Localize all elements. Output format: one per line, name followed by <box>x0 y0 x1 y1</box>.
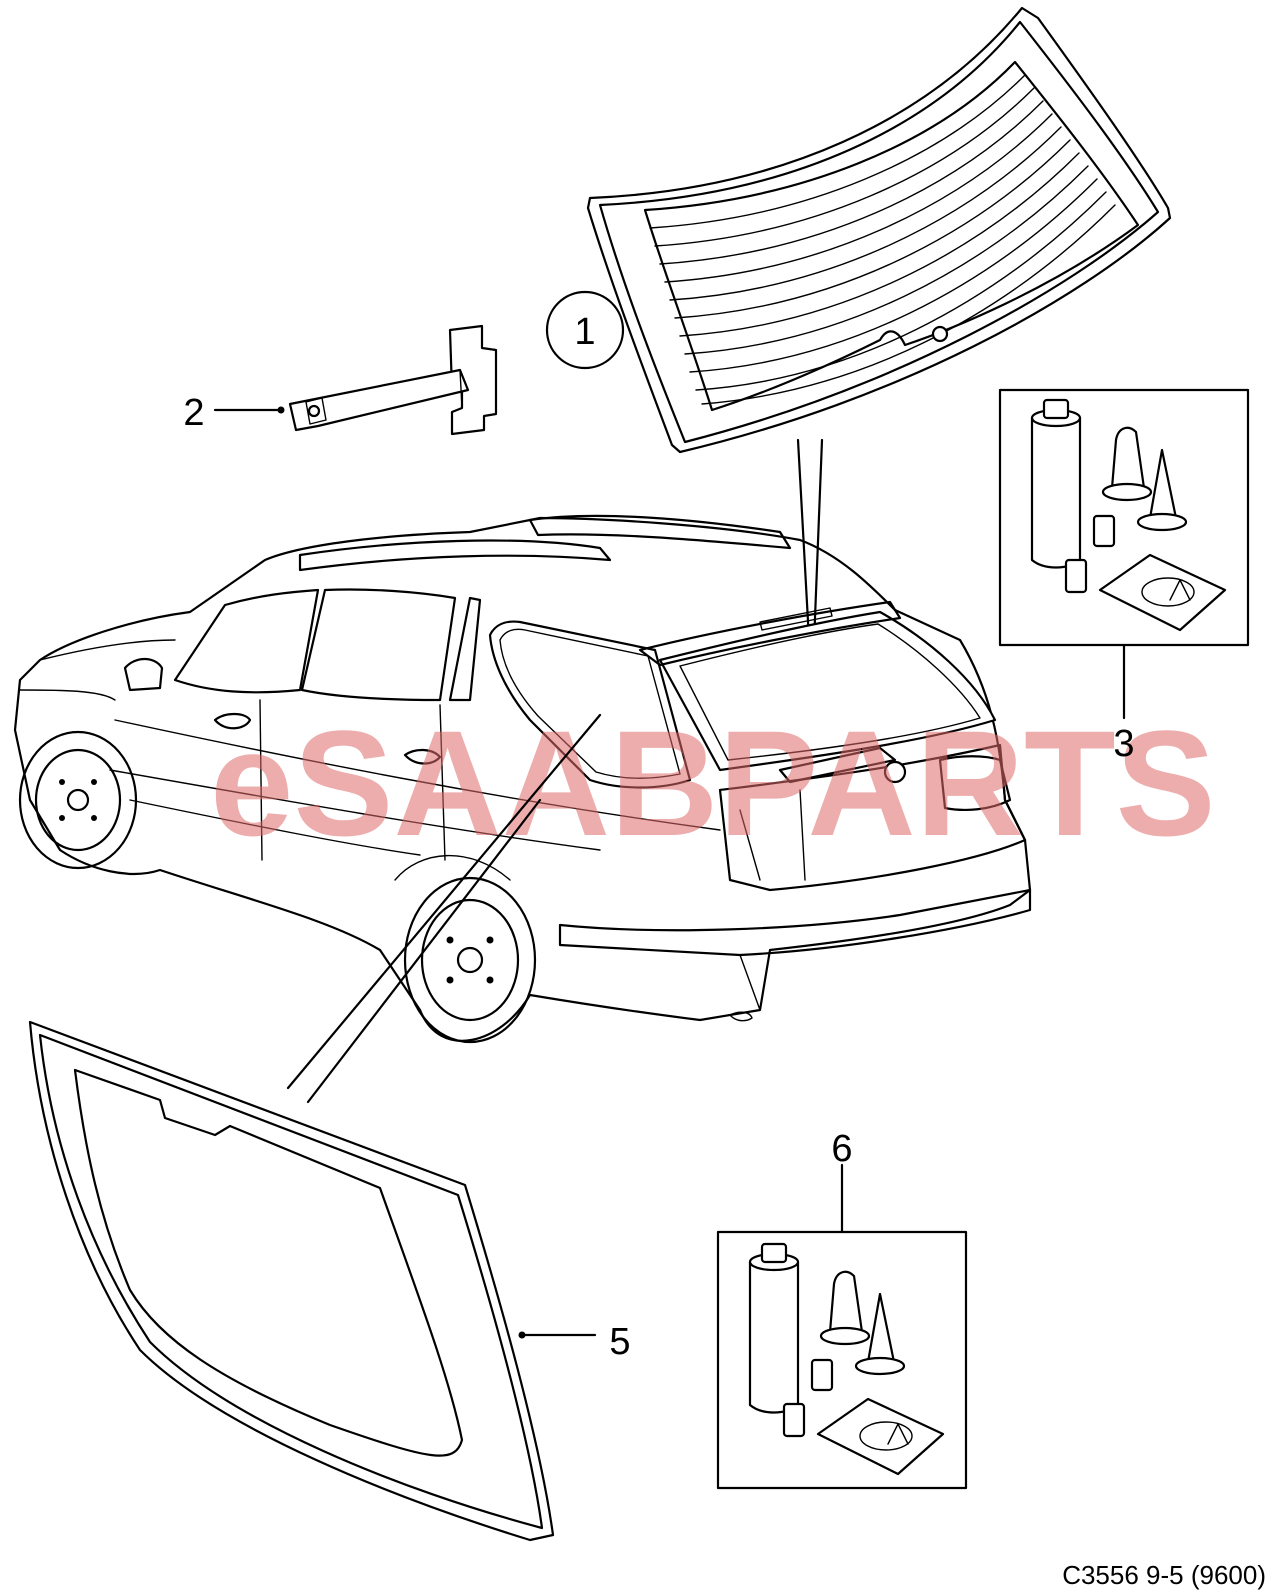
side-quarter-glass <box>28 1020 555 1542</box>
esaabparts-watermark: eSAABPARTS <box>210 699 1216 867</box>
adhesive-kit-box-6 <box>716 1230 968 1490</box>
callout-1-label: 1 <box>574 311 595 353</box>
callout-6-label: 6 <box>831 1128 852 1170</box>
car-illustration <box>13 514 1032 1044</box>
callout-3-label: 3 <box>1113 723 1134 765</box>
bracket-part <box>288 324 498 436</box>
defroster-grid-lines <box>649 74 1116 405</box>
callout-5[interactable]: 5 <box>518 1321 631 1363</box>
diagram-code: C3556 9-5 (9600) <box>1062 1560 1266 1590</box>
adhesive-kit-box-3 <box>998 388 1250 647</box>
rear-window-glass <box>586 6 1172 454</box>
callout-2[interactable]: 2 <box>183 392 285 434</box>
callout-6[interactable]: 6 <box>831 1128 853 1234</box>
callout-2-label: 2 <box>183 392 204 434</box>
leader-lines-side-glass <box>286 713 602 1104</box>
callout-3[interactable]: 3 <box>1113 644 1135 765</box>
callout-1[interactable]: 1 <box>545 290 625 370</box>
callout-5-label: 5 <box>609 1321 630 1363</box>
